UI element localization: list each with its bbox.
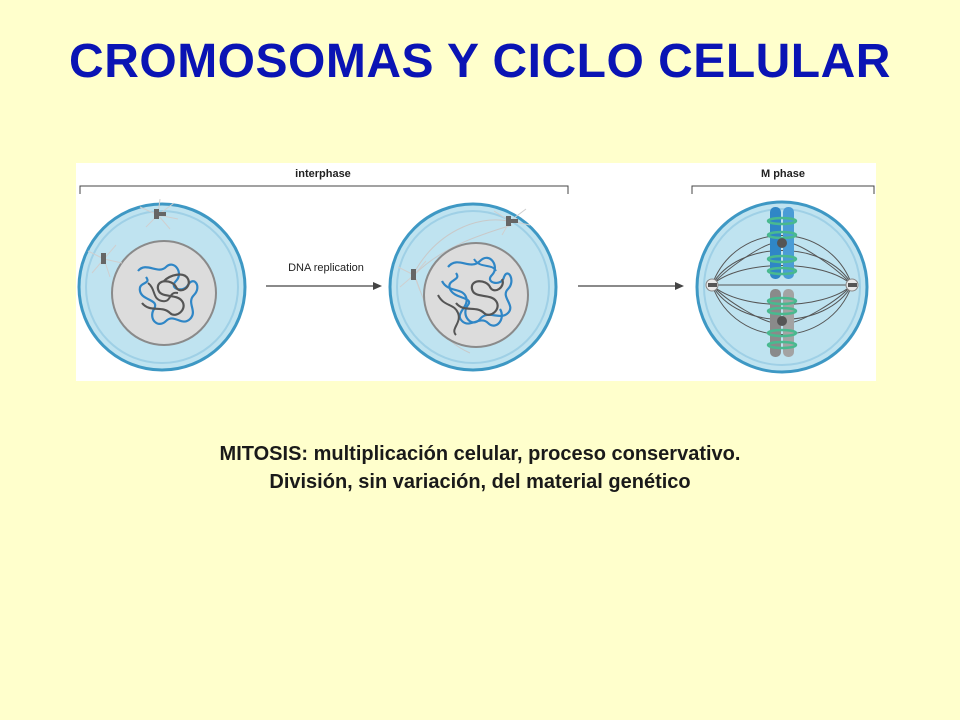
cell-interphase-unreplicated [77, 198, 247, 372]
caption-line-1: MITOSIS: multiplicación celular, proceso… [219, 443, 741, 465]
slide-title: CROMOSOMAS Y CICLO CELULAR [69, 35, 891, 88]
centrosome [139, 198, 179, 230]
cell-interphase-replicated [388, 202, 558, 372]
spindle-pole-left [705, 278, 719, 292]
cell-cycle-diagram: interphase M phase [76, 163, 876, 381]
caption-line-2: División, sin variación, del material ge… [269, 471, 691, 493]
chromosome-blue [766, 207, 798, 279]
interphase-label: interphase [295, 168, 351, 180]
centrosome [493, 208, 531, 236]
m-phase-label: M phase [761, 168, 805, 180]
m-phase-bracket [691, 185, 875, 194]
dna-replication-label: DNA replication [288, 262, 364, 274]
centrosome [87, 244, 123, 278]
cell-m-phase [695, 200, 869, 374]
interphase-bracket [79, 185, 569, 194]
centrosome [397, 260, 427, 292]
arrow-to-m-phase [578, 282, 684, 290]
chromosome-gray [766, 289, 798, 357]
spindle-pole-right [845, 278, 859, 292]
arrow-dna-replication [266, 282, 382, 290]
caption: MITOSIS: multiplicación celular, proceso… [0, 440, 960, 496]
